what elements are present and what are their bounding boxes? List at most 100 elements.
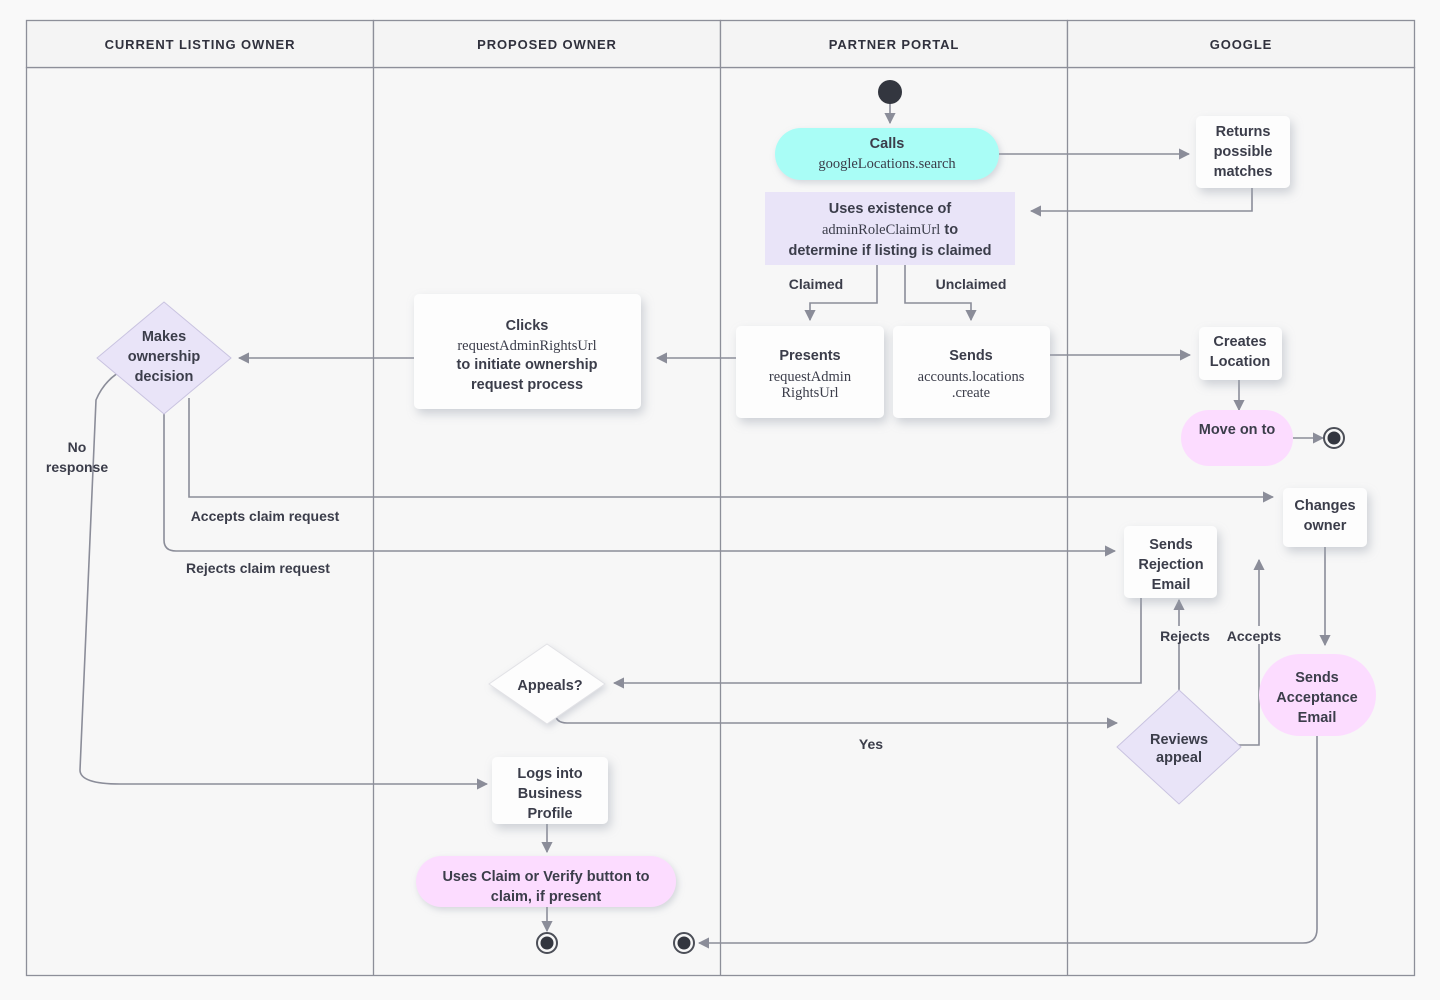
edge-label-no-response-line2: response <box>46 459 108 475</box>
node-logs-into-business-profile[interactable]: Logs into Business Profile <box>492 757 608 824</box>
edge-label-rejects-claim-request: Rejects claim request <box>186 560 330 576</box>
nodes-layer: Calls googleLocations.search Returns pos… <box>96 80 1376 954</box>
node-rejection-line2: Rejection <box>1138 557 1203 573</box>
node-uses-existence-suffix: to <box>940 222 958 238</box>
node-makesdecision-line2: ownership <box>128 349 201 365</box>
node-sendscreate-line3: .create <box>952 385 990 401</box>
node-sendscreate-line2: accounts.locations <box>918 369 1025 385</box>
lane-header-proposed-owner <box>372 19 722 69</box>
node-reviews-line2: appeal <box>1156 750 1202 766</box>
label-bg-claimed <box>780 274 854 292</box>
node-uses-existence-adminroleclaimurl[interactable]: Uses existence of adminRoleClaimUrl to d… <box>765 192 1015 265</box>
node-shape-uses-existence <box>765 192 1015 265</box>
label-bg-rejects-claim <box>172 558 344 576</box>
node-makesdecision-line1: Makes <box>142 329 186 345</box>
node-clicks-line3: to initiate ownership <box>457 357 598 373</box>
node-rejection-line1: Sends <box>1149 537 1193 553</box>
edge-rejection-to-appeals <box>612 596 1142 689</box>
node-calls-googlelocations-search[interactable]: Calls googleLocations.search <box>775 128 999 180</box>
end-node-google-core <box>1327 431 1341 445</box>
node-presents-requestadminrightsurl[interactable]: Presents requestAdmin RightsUrl <box>736 326 884 418</box>
node-calls-line2: googleLocations.search <box>818 156 956 172</box>
node-clicks-requestadminrightsurl[interactable]: Clicks requestAdminRightsUrl to initiate… <box>414 294 641 409</box>
end-node-proposed-owner <box>536 932 558 954</box>
node-shape-returns <box>1196 116 1290 188</box>
node-makesdecision-line3: decision <box>135 369 194 385</box>
node-presents-line1: Presents <box>779 348 840 364</box>
node-shape-logs-into <box>492 757 608 824</box>
node-shape-reviews-appeal <box>1116 689 1242 805</box>
node-shape-calls <box>775 128 999 180</box>
node-acceptance-line3: Email <box>1298 710 1337 726</box>
label-bg-accepts <box>1219 626 1289 644</box>
node-clicks-line2: requestAdminRightsUrl <box>457 338 596 354</box>
edge-accepts-claim-request <box>188 398 1275 503</box>
node-usesclaim-line1: Uses Claim or Verify button to <box>442 869 649 885</box>
end-node-partner-portal <box>673 932 695 954</box>
node-reviews-appeal[interactable]: Reviews appeal <box>1116 689 1242 805</box>
node-uses-claim-or-verify-button[interactable]: Uses Claim or Verify button to claim, if… <box>416 856 676 907</box>
lane-header-google <box>1066 19 1416 69</box>
node-sends-acceptance-email[interactable]: Sends Acceptance Email <box>1259 654 1376 736</box>
edge-label-accepts: Accepts <box>1227 628 1282 644</box>
node-shape-sends-acceptance <box>1259 654 1376 736</box>
node-acceptance-line1: Sends <box>1295 670 1339 686</box>
node-returns-line1: Returns <box>1216 124 1271 140</box>
node-moveonto-label: Move on to <box>1199 422 1276 438</box>
node-shape-creates-location <box>1199 327 1282 380</box>
node-reviews-line1: Reviews <box>1150 732 1208 748</box>
node-sends-accounts-locations-create[interactable]: Sends accounts.locations .create <box>893 326 1050 418</box>
node-changesowner-line2: owner <box>1304 518 1347 534</box>
node-returns-possible-matches[interactable]: Returns possible matches <box>1196 116 1290 188</box>
lane-header-partner-portal <box>719 19 1069 69</box>
lane-label-current-listing-owner: CURRENT LISTING OWNER <box>105 37 296 52</box>
node-uses-existence-code: adminRoleClaimUrl <box>822 222 940 238</box>
node-move-on-to[interactable]: Move on to <box>1181 410 1293 466</box>
node-appeals[interactable]: Appeals? <box>488 643 606 725</box>
node-shape-sends-rejection <box>1124 526 1217 598</box>
node-uses-existence-line2: adminRoleClaimUrl to <box>822 222 958 238</box>
node-shape-presents <box>736 326 884 418</box>
end-node-portal-core <box>677 936 691 950</box>
node-shape-clicks <box>414 294 641 409</box>
node-returns-line2: possible <box>1214 144 1273 160</box>
node-shape-makes-decision <box>96 301 232 415</box>
node-calls-line1: Calls <box>870 136 905 152</box>
node-clicks-line1: Clicks <box>506 318 549 334</box>
node-sends-rejection-email[interactable]: Sends Rejection Email <box>1124 526 1217 598</box>
node-logsinto-line2: Business <box>518 786 582 802</box>
edges-layer <box>79 103 1331 949</box>
node-logsinto-line3: Profile <box>527 806 572 822</box>
node-shape-uses-claim <box>416 856 676 907</box>
label-bg-accepts-claim <box>178 506 352 524</box>
edge-label-accepts-claim-request: Accepts claim request <box>191 508 340 524</box>
node-createslocation-line2: Location <box>1210 354 1270 370</box>
node-changes-owner[interactable]: Changes owner <box>1283 488 1367 547</box>
edge-rejects-claim-request <box>163 398 1117 557</box>
node-makes-ownership-decision[interactable]: Makes ownership decision <box>96 301 232 415</box>
node-shape-move-on-to <box>1181 410 1293 466</box>
lane-label-google: GOOGLE <box>1210 37 1272 52</box>
node-shape-appeals <box>488 643 606 725</box>
edge-label-unclaimed: Unclaimed <box>936 276 1007 292</box>
edge-returns-to-uses <box>1029 187 1253 217</box>
edge-uses-to-sends-create <box>904 265 977 322</box>
node-uses-existence-line3: determine if listing is claimed <box>788 243 991 259</box>
node-shape-changes-owner <box>1283 488 1367 547</box>
node-presents-line3: RightsUrl <box>781 385 838 401</box>
end-node-proposed-core <box>540 936 554 950</box>
node-rejection-line3: Email <box>1152 577 1191 593</box>
label-bg-yes <box>853 734 889 752</box>
node-appeals-label: Appeals? <box>517 678 582 694</box>
label-bg-unclaimed <box>925 274 1019 292</box>
lane-label-proposed-owner: PROPOSED OWNER <box>477 37 617 52</box>
node-creates-location[interactable]: Creates Location <box>1199 327 1282 380</box>
node-presents-line2: requestAdmin <box>769 369 852 385</box>
end-node-proposed-ring <box>536 932 558 954</box>
edge-label-yes: Yes <box>859 736 883 752</box>
node-acceptance-line2: Acceptance <box>1276 690 1357 706</box>
node-changesowner-line1: Changes <box>1294 498 1355 514</box>
node-returns-line3: matches <box>1214 164 1273 180</box>
node-sendscreate-line1: Sends <box>949 348 993 364</box>
